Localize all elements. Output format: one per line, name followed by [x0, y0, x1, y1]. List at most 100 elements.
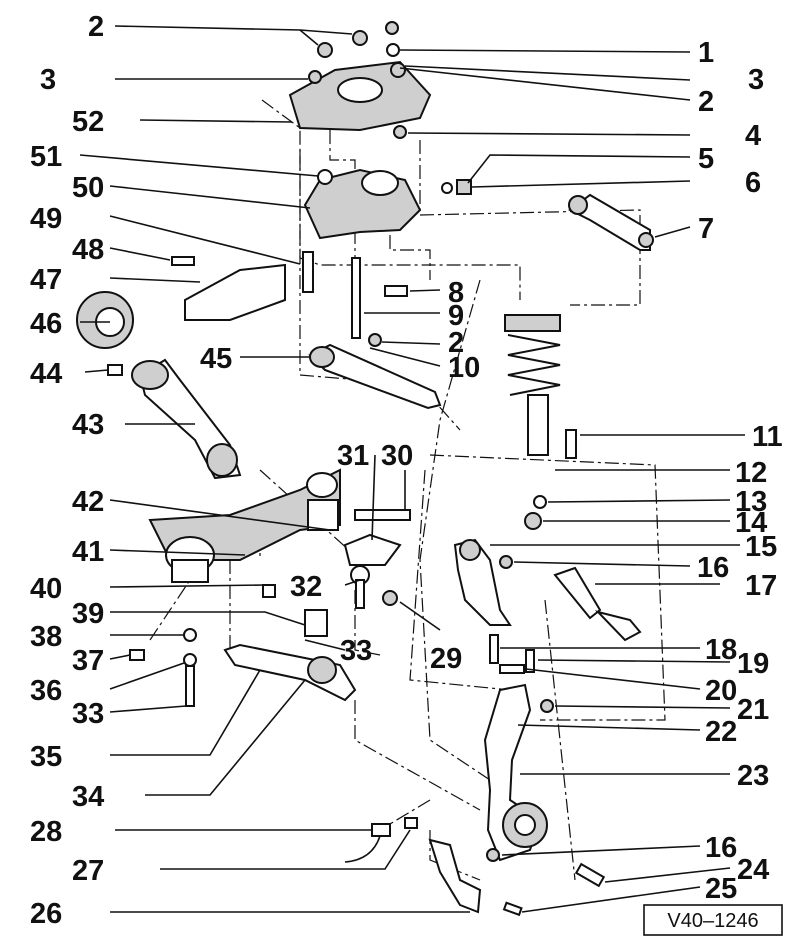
callout-43: 43	[72, 409, 104, 441]
callout-21: 21	[737, 694, 769, 726]
callout-5: 5	[698, 143, 714, 175]
bolt-37	[129, 649, 145, 661]
nut-3	[308, 70, 322, 84]
callout-9: 9	[448, 300, 464, 332]
upper-link	[568, 193, 651, 251]
nut-2	[352, 30, 368, 46]
callout-15: 15	[745, 531, 777, 563]
nut-51	[317, 169, 333, 185]
callout-36: 36	[30, 675, 62, 707]
callout-24: 24	[737, 854, 769, 886]
callout-29: 29	[430, 643, 462, 675]
callout-4: 4	[745, 120, 761, 152]
callout-25: 25	[705, 873, 737, 905]
callout-49: 49	[30, 203, 62, 235]
nut-21	[540, 699, 554, 713]
callout-33: 33	[340, 635, 372, 667]
callout-48: 48	[72, 234, 104, 266]
reference-code-box: V40–1246	[643, 904, 783, 936]
lower-link	[223, 643, 357, 702]
bracket-31	[343, 533, 402, 566]
callout-37: 37	[72, 645, 104, 677]
callout-23: 23	[737, 760, 769, 792]
assembly-guide-lines	[149, 99, 666, 881]
callout-11: 11	[752, 421, 783, 453]
bolt-11	[565, 429, 577, 459]
callout-32: 32	[290, 571, 322, 603]
callout-12: 12	[735, 457, 767, 489]
stud-9	[351, 257, 361, 339]
bolt-18	[489, 634, 499, 664]
washer-13	[533, 495, 547, 509]
callout-16: 16	[697, 552, 729, 584]
bolt-8	[384, 285, 408, 297]
washer-5	[441, 182, 453, 194]
callout-40: 40	[30, 573, 62, 605]
clip-40	[262, 584, 276, 598]
nut-16	[499, 555, 513, 569]
nut-2	[317, 42, 333, 58]
transverse-link	[308, 343, 442, 410]
tie-rod-end	[594, 610, 642, 642]
bracket-39	[304, 609, 328, 637]
callout-19: 19	[737, 648, 769, 680]
nut-16-lower	[486, 848, 500, 862]
callout-51: 51	[30, 141, 62, 173]
washer-1	[386, 43, 400, 57]
nut-2-lower	[368, 333, 382, 347]
callout-28: 28	[30, 816, 62, 848]
callout-30: 30	[381, 440, 413, 472]
tie-rod-boot	[553, 566, 602, 620]
bolt-33	[185, 665, 195, 707]
bolt-24	[574, 862, 606, 888]
bush-block	[307, 499, 339, 531]
spring-top	[504, 314, 561, 332]
sensor-28	[371, 823, 391, 837]
nut-3	[390, 62, 406, 78]
callout-17: 17	[745, 570, 777, 602]
callout-14: 14	[735, 507, 767, 539]
callout-16: 16	[705, 832, 737, 864]
callout-2: 2	[88, 11, 104, 43]
callout-18: 18	[705, 634, 737, 666]
bolt-30	[354, 509, 411, 521]
nut-4	[393, 125, 407, 139]
nut-6	[456, 179, 472, 195]
callout-41: 41	[72, 536, 104, 568]
callout-22: 22	[705, 716, 737, 748]
callout-39: 39	[72, 598, 104, 630]
nut-29	[382, 590, 398, 606]
bolt-49	[302, 251, 314, 293]
callout-45: 45	[200, 343, 232, 375]
callout-27: 27	[72, 855, 104, 887]
bolt-44	[107, 364, 123, 376]
parts	[76, 21, 654, 917]
bracket-47	[184, 263, 286, 321]
shock-absorber	[527, 394, 549, 456]
callout-2: 2	[698, 86, 714, 118]
callout-42: 42	[72, 486, 104, 518]
callout-44: 44	[30, 358, 62, 390]
callout-46: 46	[30, 308, 62, 340]
screw-25	[502, 901, 523, 917]
callout-26: 26	[30, 898, 62, 930]
callout-numbers: 2 2 2 1 3 3 52 4 51 5 6 50 49 7 48 47 8 …	[30, 11, 783, 930]
callout-6: 6	[745, 167, 761, 199]
sensor-27	[404, 817, 418, 829]
callout-1: 1	[698, 37, 714, 69]
leader-lines	[79, 25, 745, 913]
bolt-20	[499, 664, 525, 674]
callout-13: 13	[735, 486, 767, 518]
bolt-32	[355, 579, 365, 609]
coil-spring	[507, 334, 561, 396]
reference-code: V40–1246	[667, 910, 758, 932]
callout-34: 34	[72, 781, 104, 813]
callout-7: 7	[698, 213, 714, 245]
washer-36	[183, 653, 197, 667]
bracket-26	[428, 838, 482, 914]
callout-50: 50	[72, 172, 104, 204]
callout-47: 47	[30, 264, 62, 296]
callout-52: 52	[72, 106, 104, 138]
callout-10: 10	[448, 352, 480, 384]
callout-33: 33	[72, 698, 104, 730]
